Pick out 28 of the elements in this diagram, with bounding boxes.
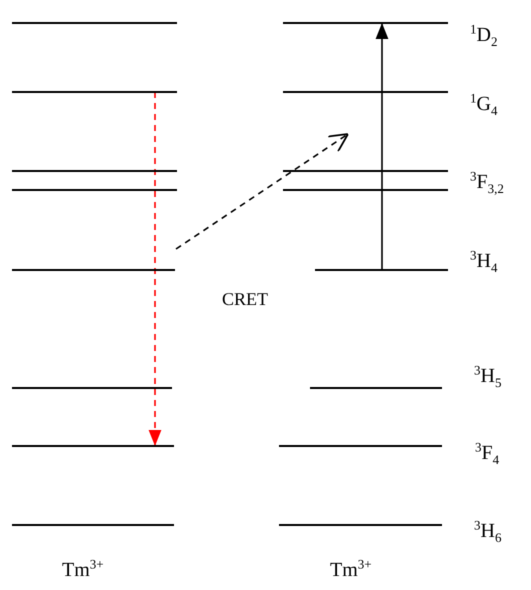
energy-level-line [12, 170, 177, 172]
energy-level-line [279, 445, 442, 447]
arrow [376, 23, 388, 270]
energy-level-line [12, 189, 177, 191]
energy-level-line [283, 170, 448, 172]
term-symbol-label: $^{1}$D$_{2}$ [470, 25, 498, 45]
term-symbol-label: $^{1}$G$_{4}$ [470, 94, 498, 114]
energy-level-line [283, 189, 448, 191]
ion-label: Tm$^{3+}$ [62, 560, 104, 580]
energy-level-line [283, 22, 448, 24]
energy-level-line [310, 387, 442, 389]
term-symbol-label: $^{3}$H$_{6}$ [474, 521, 502, 541]
energy-level-line [12, 91, 177, 93]
energy-level-line [12, 22, 177, 24]
energy-level-line [279, 524, 442, 526]
energy-level-line [12, 524, 174, 526]
energy-level-line [315, 269, 448, 271]
energy-level-line [12, 387, 172, 389]
term-symbol-label: $^{3}$H$_{5}$ [474, 366, 502, 386]
energy-level-line [283, 91, 448, 93]
process-label: CRET [222, 290, 268, 308]
arrow [148, 92, 162, 446]
arrow [176, 133, 349, 250]
energy-level-line [12, 269, 175, 271]
energy-level-line [12, 445, 174, 447]
ion-label: Tm$^{3+}$ [330, 560, 372, 580]
term-symbol-label: $^{3}$H$_{4}$ [470, 251, 498, 271]
term-symbol-label: $^{3}$F$_{4}$ [475, 443, 500, 463]
